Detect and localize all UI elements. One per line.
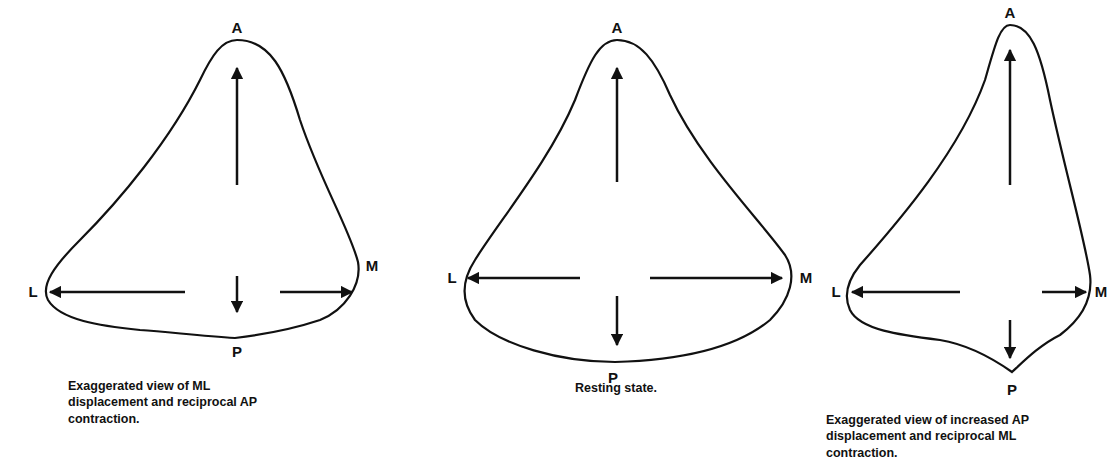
direction-letter: L <box>28 284 37 299</box>
displacement-arrow <box>468 277 580 280</box>
displacement-arrow <box>616 68 619 182</box>
displacement-arrow <box>1042 291 1086 294</box>
displacement-arrow <box>650 277 782 280</box>
direction-letter: P <box>232 344 242 359</box>
displacement-arrow <box>1009 320 1012 358</box>
displacement-arrow <box>236 276 239 312</box>
figure-caption: Exaggerated view of increased AP displac… <box>826 412 1041 461</box>
direction-letter: M <box>366 258 379 273</box>
displacement-arrow <box>616 296 619 345</box>
direction-letter: L <box>447 270 456 285</box>
displacement-arrow <box>50 291 185 294</box>
direction-letter: A <box>1005 5 1016 20</box>
direction-letter: M <box>1095 284 1108 299</box>
figure-caption: Resting state. <box>575 380 725 396</box>
section-outline <box>847 25 1091 372</box>
direction-letter: A <box>232 20 243 35</box>
displacement-arrow <box>280 291 352 294</box>
direction-letter: L <box>831 284 840 299</box>
direction-letter: A <box>612 20 623 35</box>
section-outline <box>46 40 359 338</box>
figure-caption: Exaggerated view of ML displacement and … <box>68 378 273 427</box>
direction-letter: P <box>1007 382 1017 397</box>
displacement-arrow <box>852 291 960 294</box>
displacement-arrow <box>1009 50 1012 185</box>
section-outline <box>464 40 791 362</box>
displacement-arrow <box>236 68 239 185</box>
direction-letter: M <box>800 270 813 285</box>
